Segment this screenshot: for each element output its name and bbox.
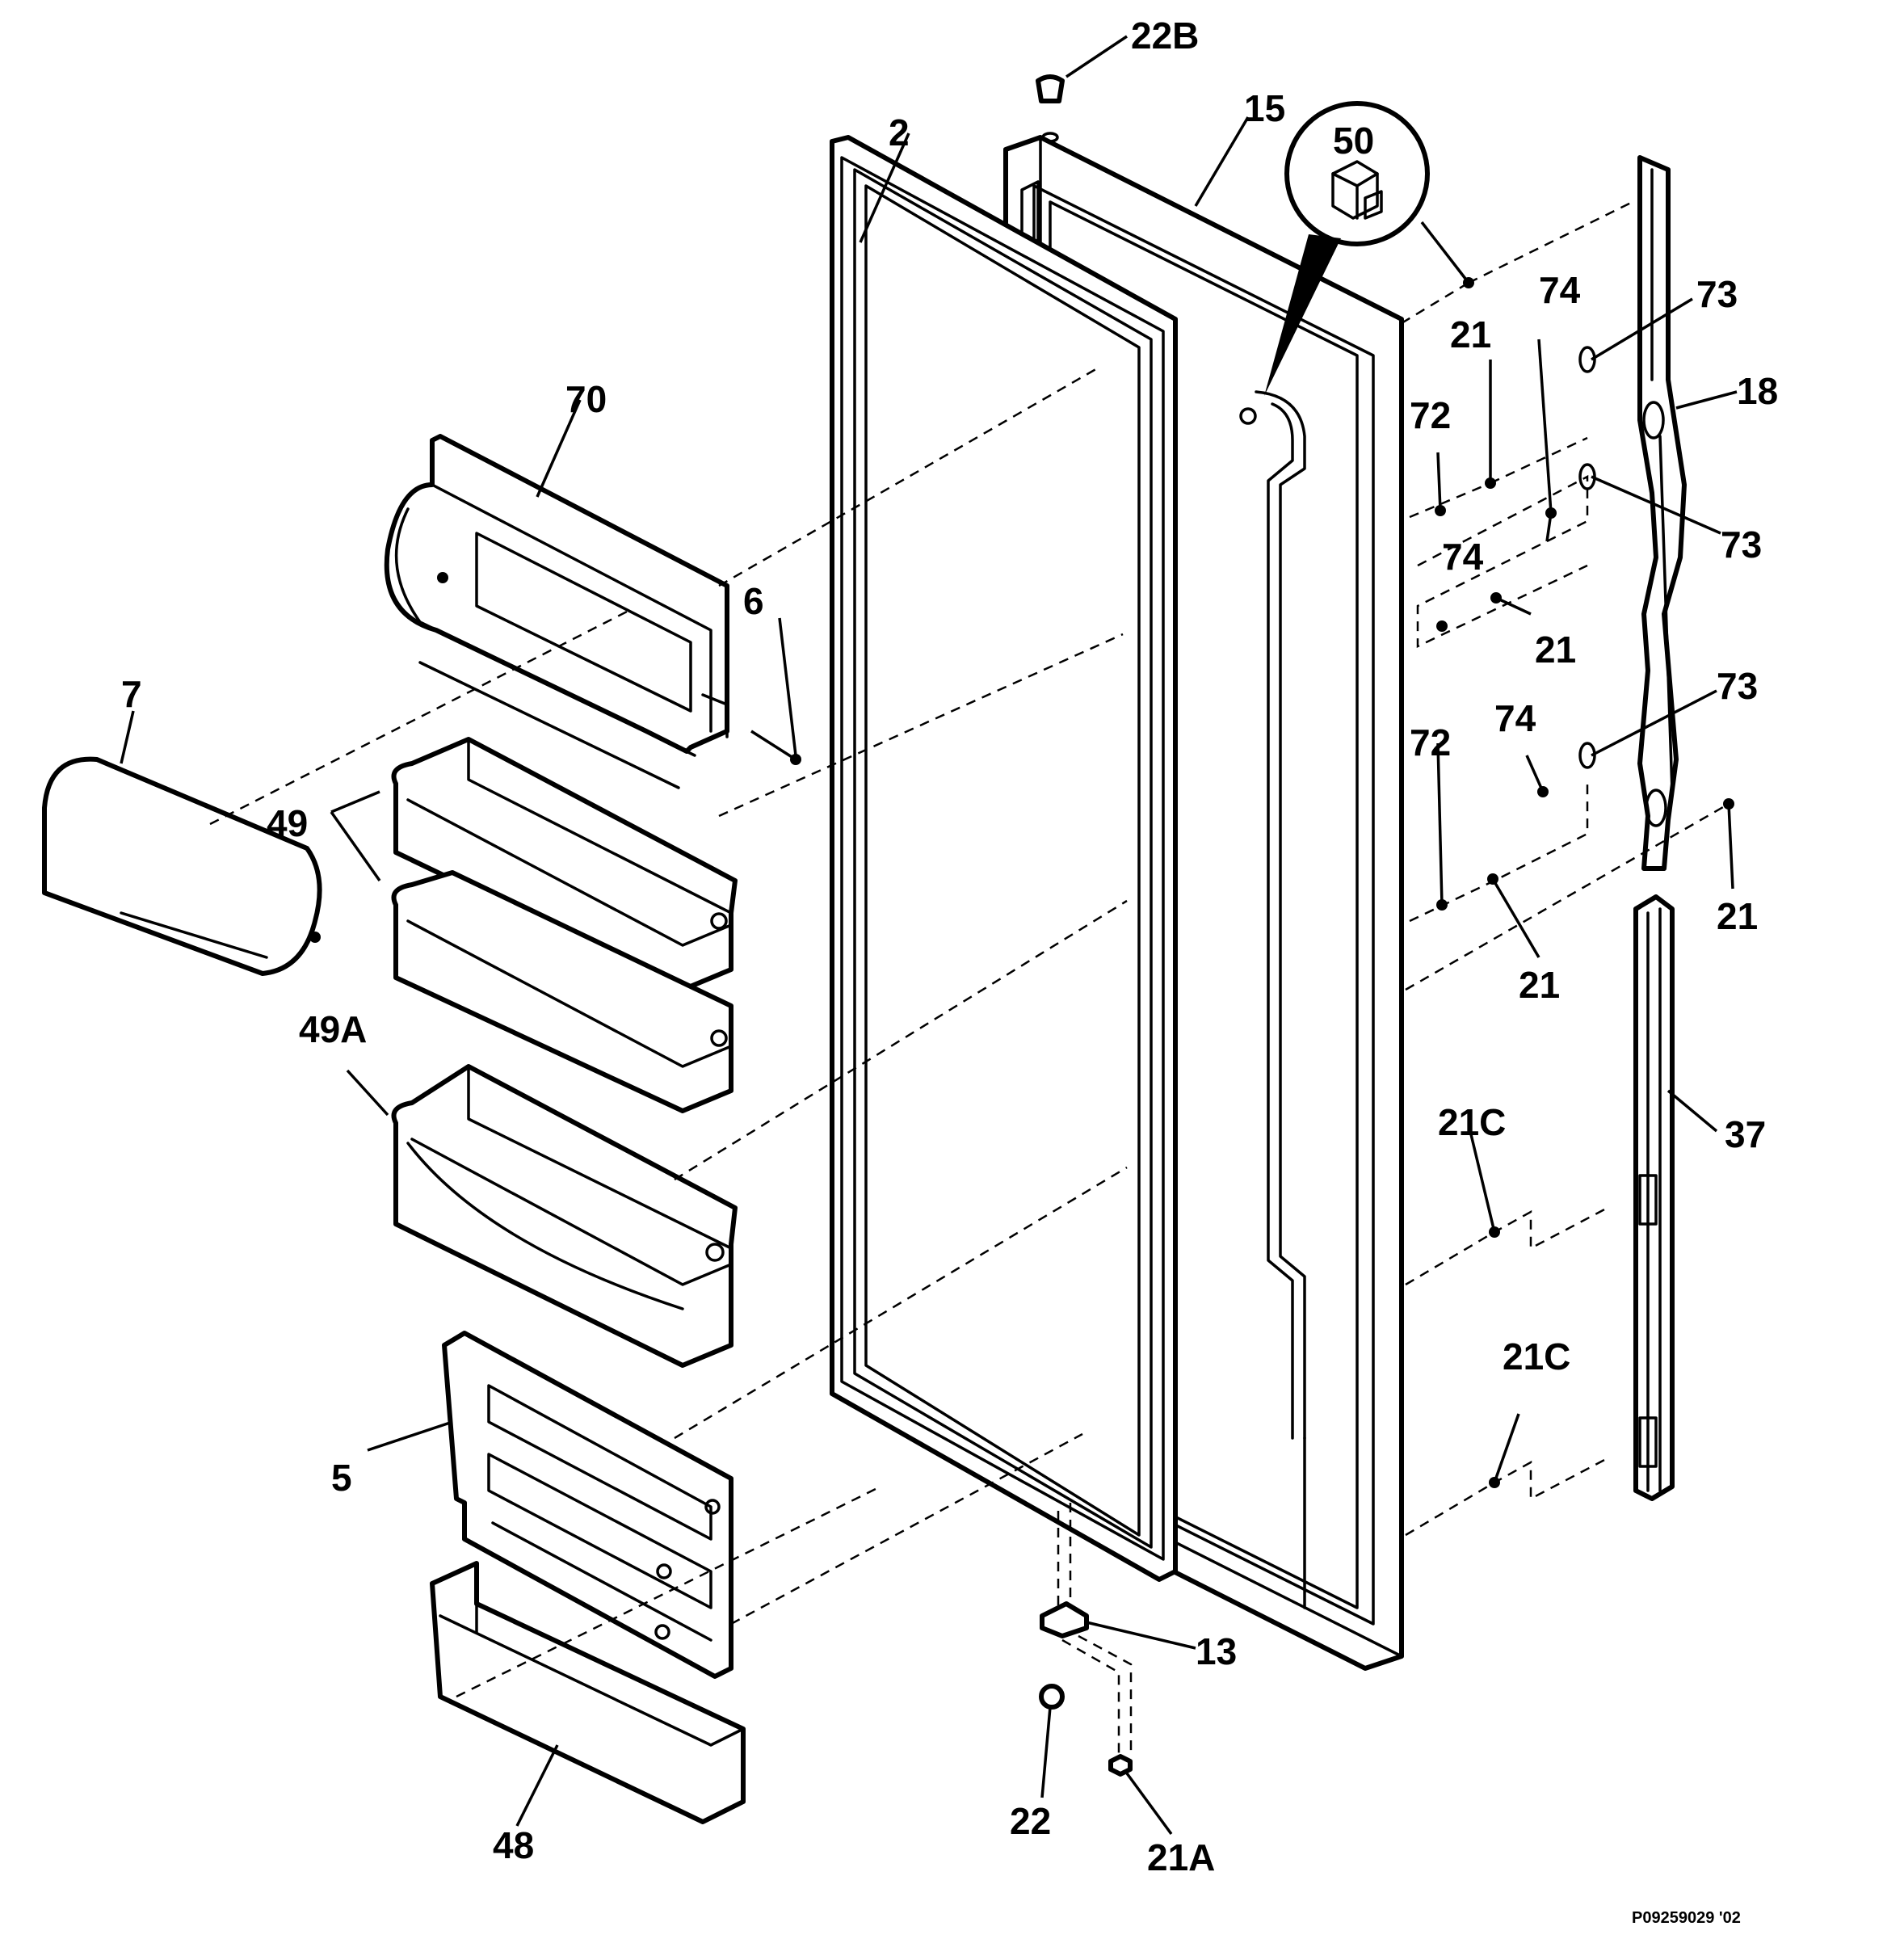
label-7: 7: [121, 673, 142, 715]
label-21-right: 21: [1717, 895, 1758, 937]
drawing-code: P09259029 '02: [1632, 1909, 1741, 1927]
label-21-lower: 21: [1519, 964, 1560, 1006]
dairy-compartment-70: [384, 434, 729, 789]
label-21c-upper: 21C: [1438, 1101, 1506, 1143]
label-72-bottom: 72: [1410, 721, 1451, 763]
part-labels: 2 15 22B 50 21 74 73 18 72 74 73 21 72 7…: [121, 15, 1778, 1927]
label-73-middle: 73: [1721, 524, 1762, 566]
label-21-middle: 21: [1535, 629, 1576, 671]
label-5: 5: [331, 1457, 352, 1499]
label-49: 49: [267, 802, 308, 844]
door-gasket: [830, 135, 1178, 1582]
detail-callout-50: [1264, 101, 1430, 396]
label-74-top: 74: [1539, 269, 1581, 311]
door-bin-49-upper: [391, 737, 738, 992]
cap-22b: [1036, 74, 1065, 143]
assembly-lines: [209, 199, 1730, 1698]
label-13: 13: [1196, 1630, 1237, 1672]
label-70: 70: [565, 378, 607, 420]
label-6: 6: [743, 580, 764, 622]
label-74-middle: 74: [1442, 536, 1484, 578]
label-22: 22: [1010, 1800, 1051, 1842]
label-50: 50: [1333, 120, 1374, 162]
label-74-bottom: 74: [1494, 697, 1536, 739]
door-bin-49-lower: [391, 870, 733, 1113]
hinge-pin-assembly: [1039, 1503, 1133, 1777]
label-15: 15: [1244, 87, 1285, 129]
label-73-top: 73: [1696, 273, 1738, 315]
label-48: 48: [493, 1824, 534, 1866]
label-72-top: 72: [1410, 394, 1451, 436]
label-21a: 21A: [1147, 1836, 1215, 1878]
door-bin-48: [430, 1561, 746, 1824]
label-21c-lower: 21C: [1503, 1335, 1570, 1377]
shelf-frame-5: [442, 1331, 733, 1679]
label-73-bottom: 73: [1717, 665, 1758, 707]
bin-cover-7: [42, 756, 322, 976]
hinge-bracket-18: [1637, 155, 1687, 871]
label-18: 18: [1737, 370, 1778, 412]
door-bin-49a: [391, 1064, 738, 1368]
label-37: 37: [1725, 1113, 1766, 1155]
door-handle-37: [1633, 894, 1675, 1501]
leader-lines: [120, 35, 1738, 1836]
label-49a: 49A: [299, 1008, 367, 1050]
label-22b: 22B: [1131, 15, 1199, 57]
label-2: 2: [889, 111, 910, 154]
label-21-top: 21: [1450, 313, 1491, 355]
